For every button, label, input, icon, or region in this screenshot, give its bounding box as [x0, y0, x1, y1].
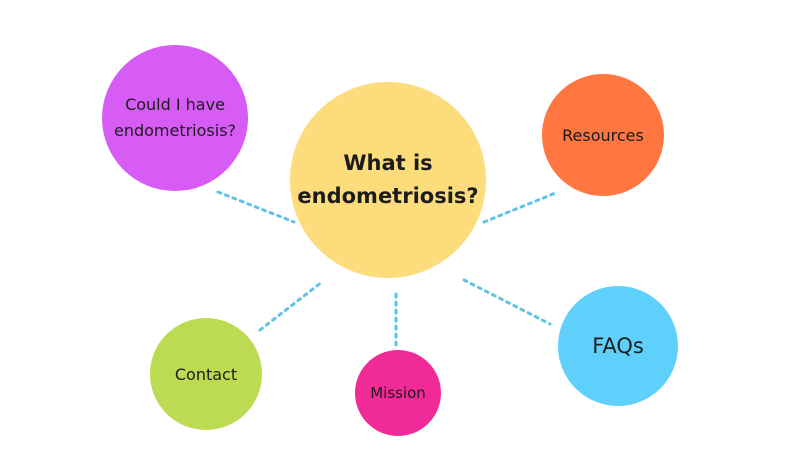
could-i-have-endometriosis-bubble[interactable]: Could I have endometriosis? — [102, 45, 248, 191]
mission-label: Mission — [370, 384, 426, 402]
mission-bubble[interactable]: Mission — [355, 350, 441, 436]
what-is-endometriosis-bubble[interactable]: What is endometriosis? — [290, 82, 486, 278]
could-i-have-endometriosis-label: Could I have endometriosis? — [113, 95, 237, 140]
connector-contact — [258, 280, 324, 332]
faqs-bubble[interactable]: FAQs — [558, 286, 678, 406]
connector-could — [216, 190, 296, 224]
contact-bubble[interactable]: Contact — [150, 318, 262, 430]
connector-faqs — [462, 278, 552, 326]
what-is-endometriosis-label: What is endometriosis? — [297, 151, 479, 208]
resources-label: Resources — [562, 125, 644, 145]
contact-label: Contact — [174, 364, 238, 384]
faqs-label: FAQs — [592, 334, 644, 358]
connector-resources — [482, 190, 560, 224]
resources-bubble[interactable]: Resources — [542, 74, 664, 196]
